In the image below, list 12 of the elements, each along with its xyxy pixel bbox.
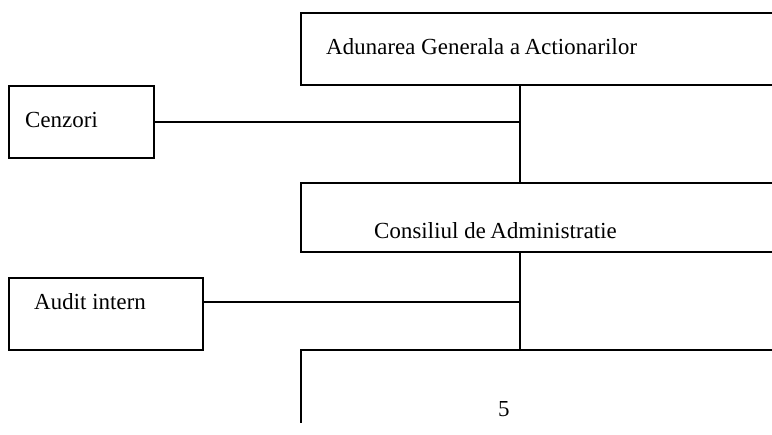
box-label: Adunarea Generala a Actionarilor — [326, 34, 637, 60]
connector-line — [155, 86, 521, 123]
box-label: Cenzori — [25, 107, 98, 133]
org-box — [300, 182, 772, 253]
org-box — [300, 12, 772, 86]
org-box — [8, 277, 204, 351]
org-box — [8, 85, 155, 159]
connector-line — [204, 253, 521, 303]
box-label: Audit intern — [34, 289, 146, 314]
page-number: 5 — [498, 396, 510, 422]
box-label: Consiliul de Administratie — [374, 218, 617, 243]
open-box — [300, 349, 772, 423]
